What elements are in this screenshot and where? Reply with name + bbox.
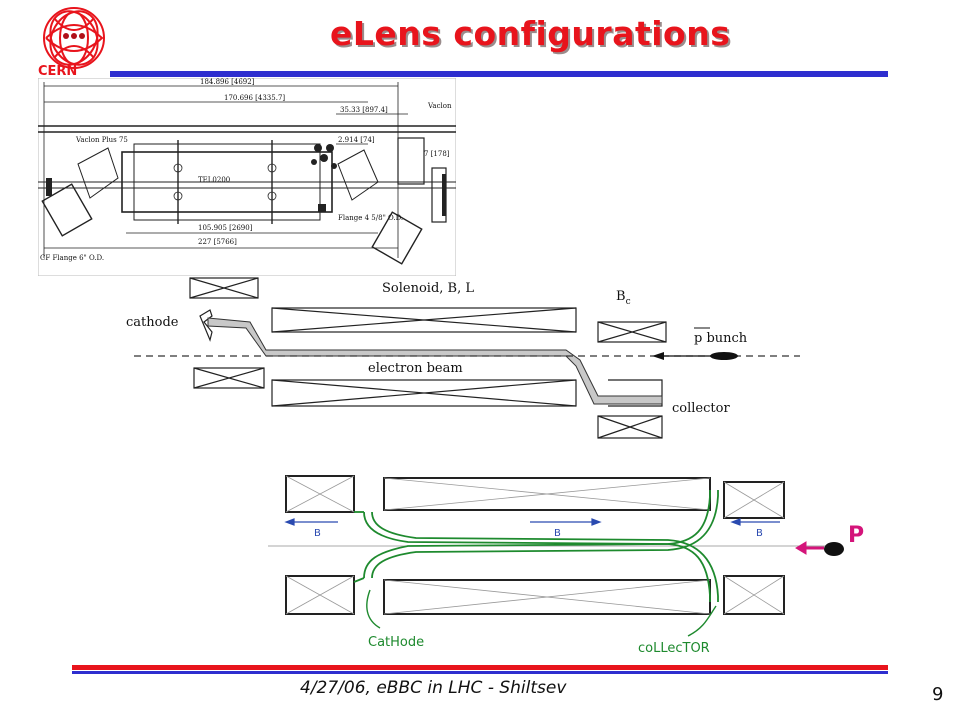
footer-text: 4/27/06, eBBC in LHC - Shiltsev [300, 678, 567, 698]
footer-rule-blue [72, 671, 888, 674]
dim-label: 170.696 [4335.7] [224, 94, 285, 102]
electron-beam-label: electron beam [368, 361, 463, 376]
proton-label: P [848, 523, 864, 548]
dim-label: 184.896 [4692] [200, 78, 255, 86]
dim-label: 227 [5766] [198, 238, 237, 246]
cathode-label: cathode [126, 315, 179, 330]
solenoid-label: Solenoid, B, L [382, 281, 474, 296]
dim-label: 2.914 [74] [338, 136, 375, 144]
page-number: 9 [932, 684, 944, 705]
elens-hand-sketch: B B B P CatHode coLLecTOR [268, 475, 864, 656]
slide-title: eLens configurations [330, 14, 731, 53]
collector-label: collector [672, 401, 730, 416]
p-bunch-label: p bunch [694, 331, 748, 346]
engineering-drawing: 184.896 [4692] 170.696 [4335.7] 35.33 [8… [38, 78, 456, 276]
bc-label: Bc [616, 289, 631, 307]
part-label: TEL0200 [198, 176, 230, 184]
elens-schematic: Solenoid, B, L Bc cathode p bunch electr… [126, 277, 800, 439]
b-field-right-label: B [756, 528, 763, 539]
dim-label: 105.905 [2690] [198, 224, 253, 232]
dim-label: 7 [178] [424, 150, 450, 158]
part-label: Flange 4 5/8" O.D. [338, 214, 403, 222]
title-underline [110, 71, 888, 77]
logo-text: CERN [38, 64, 78, 79]
accelerator-logo-icon [43, 7, 105, 69]
b-field-left-label: B [314, 528, 321, 539]
footer-rule-red [72, 665, 888, 670]
collector-sketch-label: coLLecTOR [638, 641, 710, 656]
part-label: Vaclon Plus 75 [75, 136, 128, 144]
dim-label: 35.33 [897.4] [340, 106, 388, 114]
cathode-sketch-label: CatHode [368, 635, 424, 650]
part-label: CF Flange 6" O.D. [40, 254, 104, 262]
b-field-center-label: B [554, 528, 561, 539]
part-label: Vaclon [427, 102, 452, 110]
